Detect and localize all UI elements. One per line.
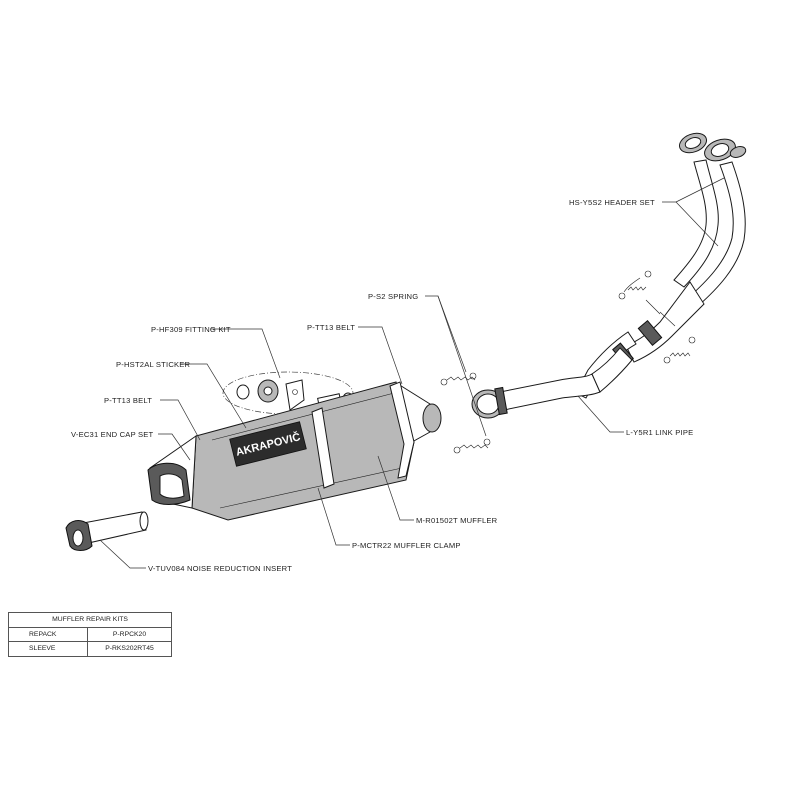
header-flange-right bbox=[704, 138, 747, 162]
repair-kits-title-row: MUFFLER REPAIR KITS bbox=[8, 612, 172, 628]
header-set bbox=[575, 132, 747, 399]
link-pipe bbox=[471, 347, 633, 419]
header-spring-lower bbox=[663, 336, 696, 364]
callout-belt-left: P-TT13 BELT bbox=[104, 396, 152, 405]
kit-name: REPACK bbox=[8, 626, 88, 642]
muffler: AKRAPOVIČ bbox=[147, 381, 442, 521]
spring-upper bbox=[440, 372, 477, 386]
end-cap bbox=[147, 435, 197, 509]
leader-lines bbox=[99, 177, 725, 569]
callout-noise-insert: V-TUV084 NOISE REDUCTION INSERT bbox=[148, 564, 292, 573]
spring-lower bbox=[453, 438, 491, 454]
callout-header-set: HS-Y5S2 HEADER SET bbox=[569, 198, 655, 207]
repair-kits-table: MUFFLER REPAIR KITS REPACK P-RPCK20 SLEE… bbox=[8, 612, 172, 657]
kit-code: P-RKS202RT45 bbox=[87, 641, 172, 657]
callout-belt-right: P-TT13 BELT bbox=[307, 323, 355, 332]
callout-fitting-kit: P-HF309 FITTING KIT bbox=[151, 325, 231, 334]
header-spring-upper bbox=[618, 270, 652, 300]
callout-link-pipe: L-Y5R1 LINK PIPE bbox=[626, 428, 693, 437]
callout-muffler-clamp: P-MCTR22 MUFFLER CLAMP bbox=[352, 541, 461, 550]
callout-sticker: P-HST2AL STICKER bbox=[116, 360, 191, 369]
table-row: REPACK P-RPCK20 bbox=[8, 626, 172, 642]
kit-code: P-RPCK20 bbox=[87, 626, 172, 642]
table-row: SLEEVE P-RKS202RT45 bbox=[8, 641, 172, 657]
callout-muffler: M-R01502T MUFFLER bbox=[416, 516, 498, 525]
header-flange-left bbox=[678, 132, 708, 154]
callout-end-cap-set: V-EC31 END CAP SET bbox=[71, 430, 154, 439]
kit-name: SLEEVE bbox=[8, 641, 88, 657]
callout-labels: HS-Y5S2 HEADER SET P-S2 SPRING P-TT13 BE… bbox=[71, 198, 693, 573]
repair-kits-title: MUFFLER REPAIR KITS bbox=[8, 612, 172, 628]
callout-spring: P-S2 SPRING bbox=[368, 292, 418, 301]
noise-reduction-insert bbox=[65, 511, 149, 551]
